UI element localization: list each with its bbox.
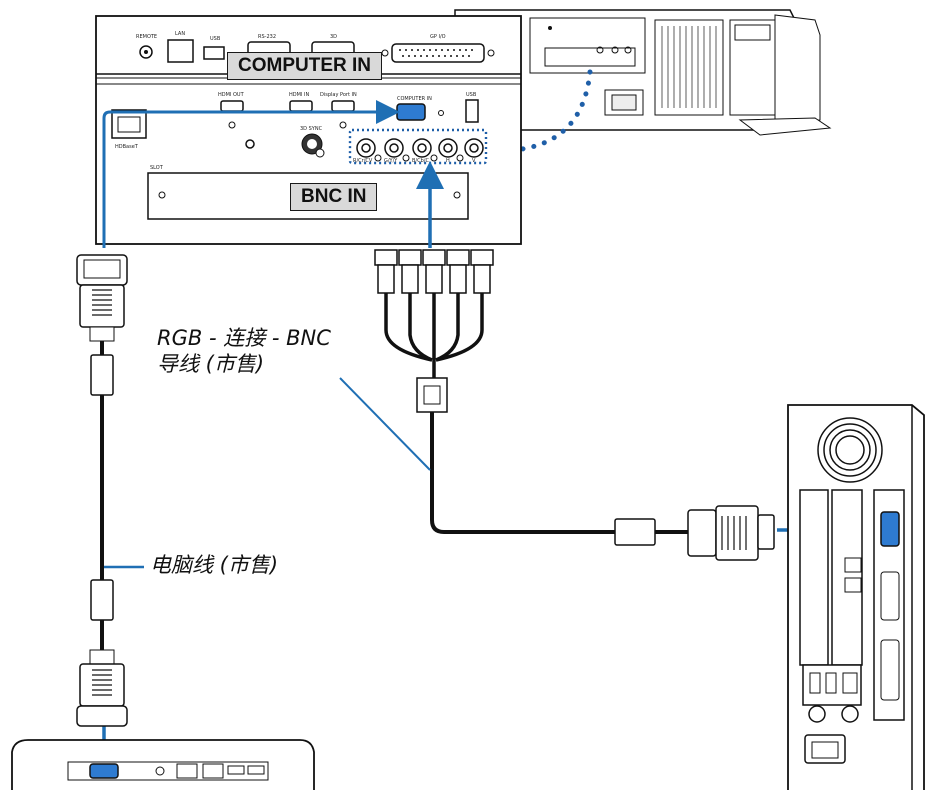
rgb-bnc-cable-caption-line1: RGB - 连接 - BNC bbox=[157, 326, 331, 351]
label-computer-in-small: COMPUTER IN bbox=[397, 96, 432, 102]
label-bnc-g: G/Y/Y bbox=[384, 158, 398, 164]
label-bnc-b: B/Cb/C bbox=[412, 158, 429, 164]
label-hdbaset: HDBaseT bbox=[115, 144, 139, 150]
label-bnc-r: R/Cr/CV bbox=[353, 158, 373, 164]
rgb-bnc-cable-caption-line2: 导线 (市售) bbox=[157, 352, 264, 377]
computer-cable-caption: 电脑线 (市售) bbox=[150, 553, 278, 578]
computer-cable bbox=[77, 255, 144, 726]
label-bnc-v: V bbox=[472, 158, 476, 164]
label-remote: REMOTE bbox=[136, 34, 157, 40]
label-hdmi-in: HDMI IN bbox=[289, 92, 309, 98]
laptop bbox=[12, 740, 314, 790]
label-bnc-h: H bbox=[446, 158, 450, 164]
desktop-pc bbox=[788, 405, 924, 790]
label-usb-right: USB bbox=[466, 92, 477, 98]
rgb-bnc-cable bbox=[340, 250, 774, 560]
label-rs232: RS-232 bbox=[258, 34, 276, 40]
bnc-in-label: BNC IN bbox=[290, 183, 377, 211]
label-gpio: GP I/O bbox=[430, 34, 446, 40]
label-hdmi-out: HDMI OUT bbox=[218, 92, 245, 98]
label-3d-sync: 3D SYNC bbox=[300, 126, 323, 132]
computer-in-label: COMPUTER IN bbox=[227, 52, 382, 80]
label-slot: SLOT bbox=[150, 165, 164, 171]
label-usb-top: USB bbox=[210, 36, 221, 42]
label-lan: LAN bbox=[175, 31, 185, 37]
label-3d: 3D bbox=[330, 34, 337, 40]
label-display-port-in: Display Port IN bbox=[320, 92, 357, 98]
